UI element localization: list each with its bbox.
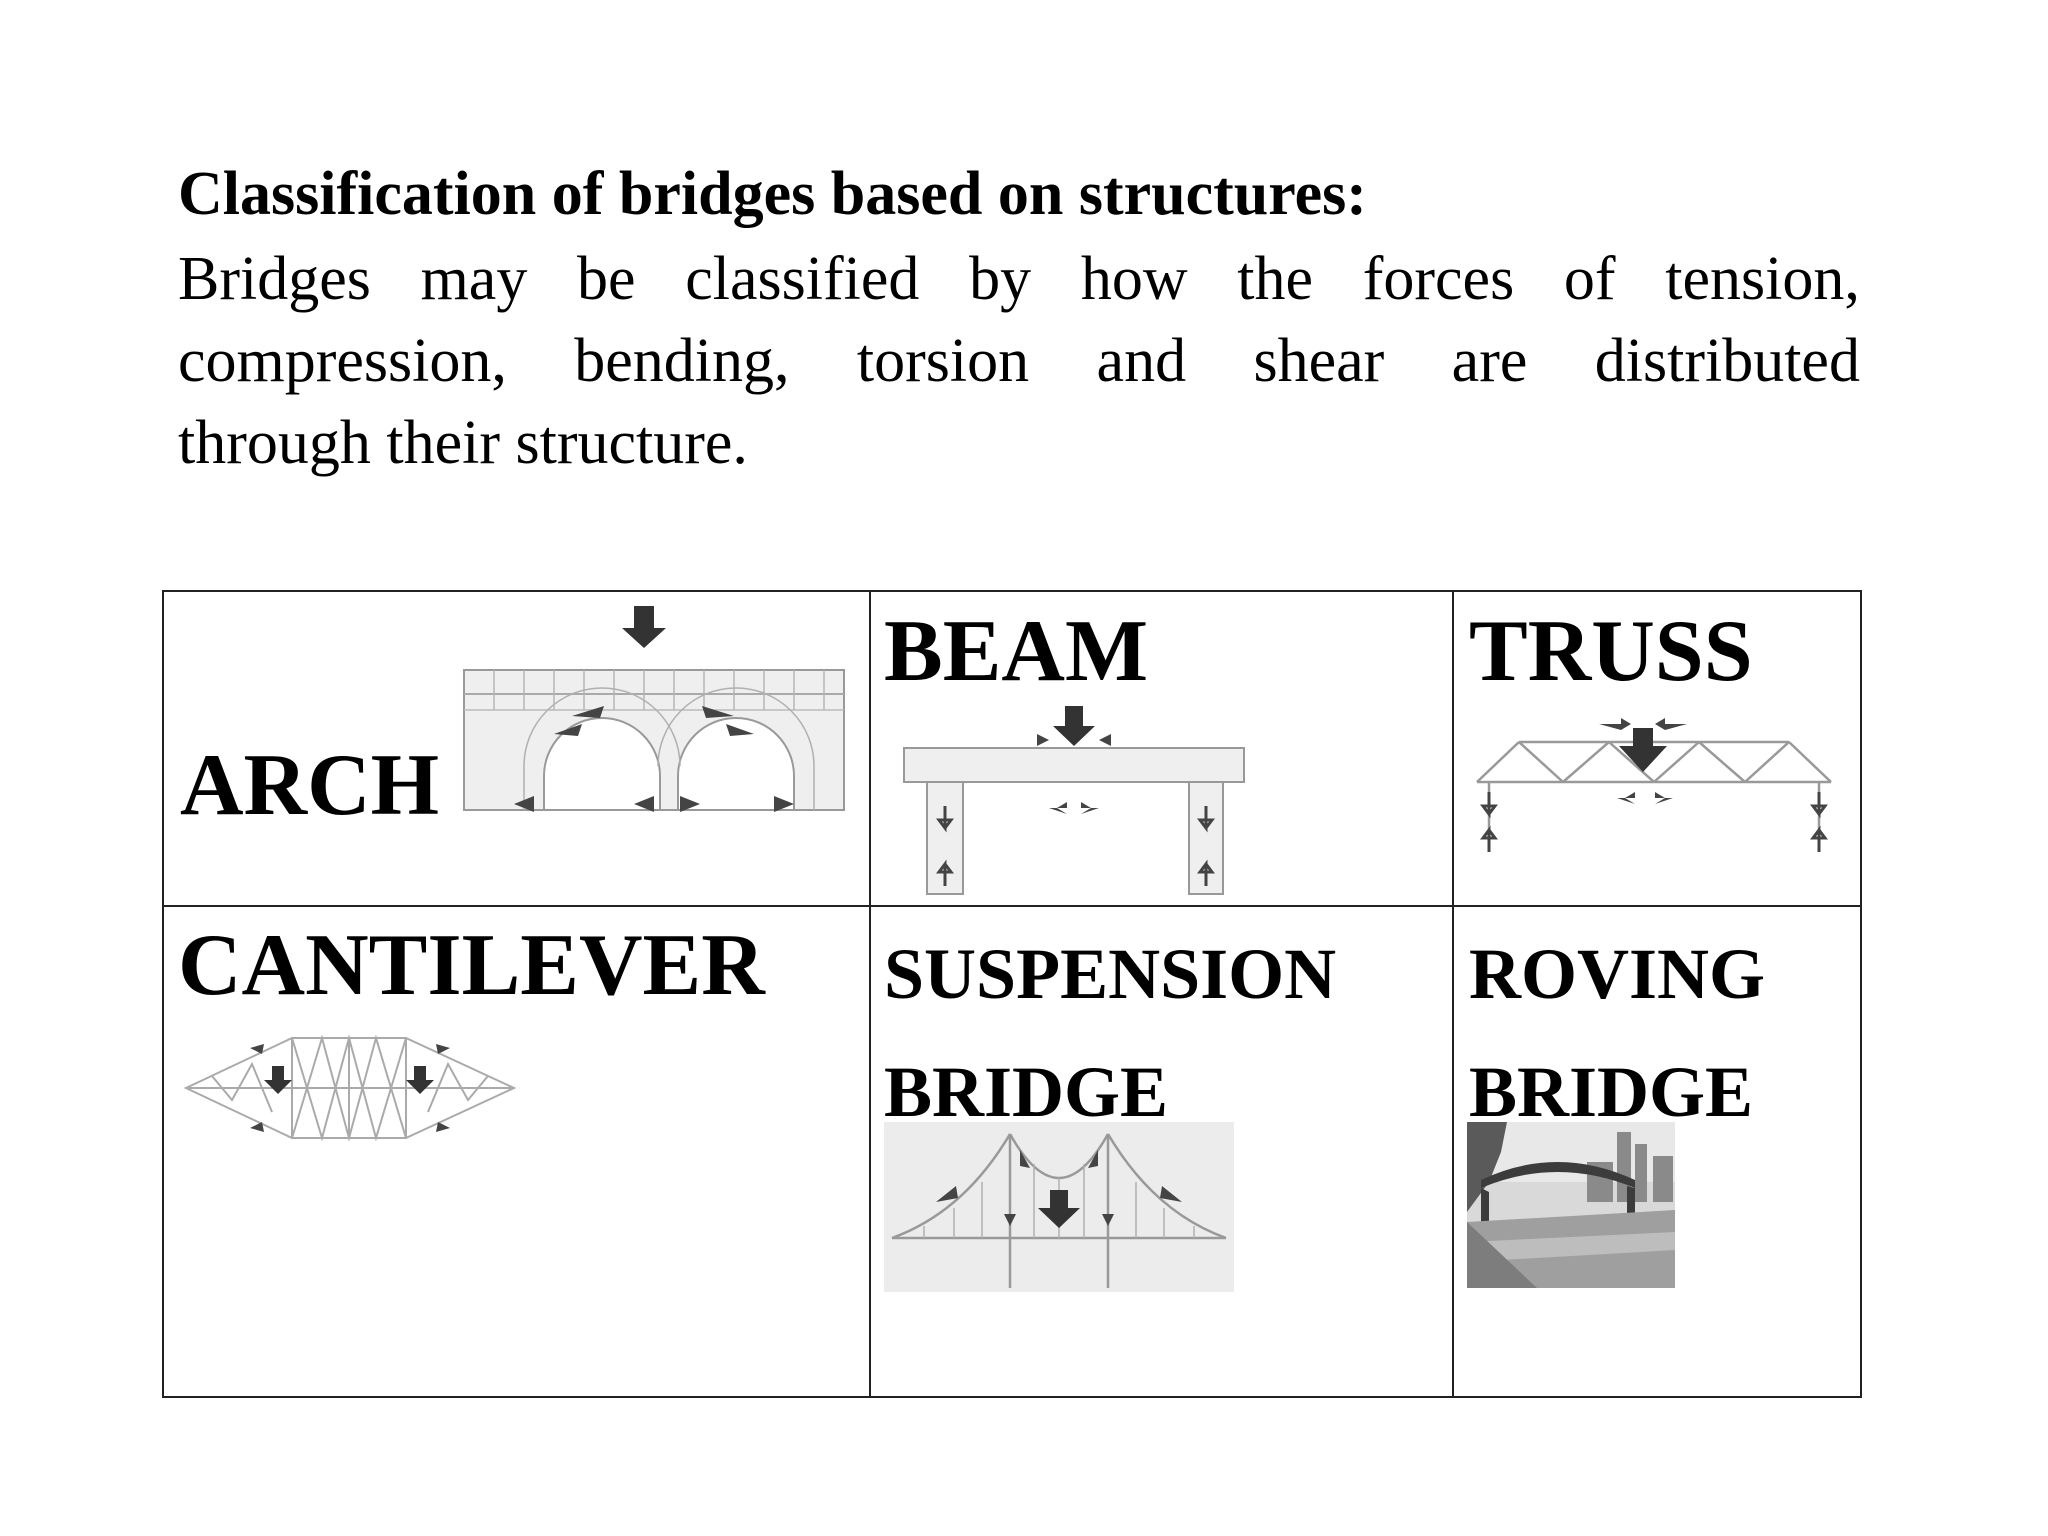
arch-bridge-diagram bbox=[454, 606, 854, 818]
intro-word: the bbox=[1237, 238, 1313, 320]
intro-word: and bbox=[1097, 320, 1187, 402]
intro-line-3: through their structure. bbox=[178, 402, 1860, 484]
roving-label-line-1: ROVING bbox=[1469, 938, 1765, 1010]
suspension-bridge-diagram bbox=[884, 1122, 1234, 1292]
intro-word: are bbox=[1452, 320, 1528, 402]
intro-word: by bbox=[969, 238, 1031, 320]
truss-bridge-diagram bbox=[1469, 702, 1839, 862]
suspension-label-line-1: SUSPENSION bbox=[884, 938, 1336, 1010]
intro-line-1: Bridges may be classified by how the for… bbox=[178, 238, 1860, 320]
intro-word: compression, bbox=[178, 320, 507, 402]
cantilever-label: CANTILEVER bbox=[178, 922, 765, 1010]
table-divider bbox=[164, 905, 1860, 907]
intro-word: forces bbox=[1363, 238, 1514, 320]
intro-line-2: compression, bending, torsion and shear … bbox=[178, 320, 1860, 402]
table-divider bbox=[869, 592, 871, 1396]
table-divider bbox=[1452, 592, 1454, 1396]
page-heading: Classification of bridges based on struc… bbox=[178, 158, 1367, 230]
truss-label: TRUSS bbox=[1469, 608, 1753, 696]
roving-label-line-2: BRIDGE bbox=[1469, 1056, 1753, 1128]
arch-label: ARCH bbox=[180, 742, 439, 830]
intro-word: may bbox=[421, 238, 528, 320]
bridge-types-table: ARCH bbox=[162, 590, 1862, 1398]
intro-word: shear bbox=[1253, 320, 1384, 402]
beam-label: BEAM bbox=[884, 608, 1148, 696]
suspension-label-line-2: BRIDGE bbox=[884, 1056, 1168, 1128]
intro-word: of bbox=[1564, 238, 1616, 320]
intro-word: how bbox=[1081, 238, 1188, 320]
intro-word: distributed bbox=[1595, 320, 1860, 402]
intro-word: be bbox=[577, 238, 636, 320]
intro-word: Bridges bbox=[178, 238, 371, 320]
intro-word: torsion bbox=[857, 320, 1029, 402]
cantilever-bridge-diagram bbox=[182, 1030, 518, 1150]
intro-word: bending, bbox=[574, 320, 789, 402]
intro-word: tension, bbox=[1665, 238, 1860, 320]
intro-word: classified bbox=[685, 238, 919, 320]
roving-bridge-photo bbox=[1467, 1122, 1675, 1288]
beam-bridge-diagram bbox=[899, 706, 1249, 896]
